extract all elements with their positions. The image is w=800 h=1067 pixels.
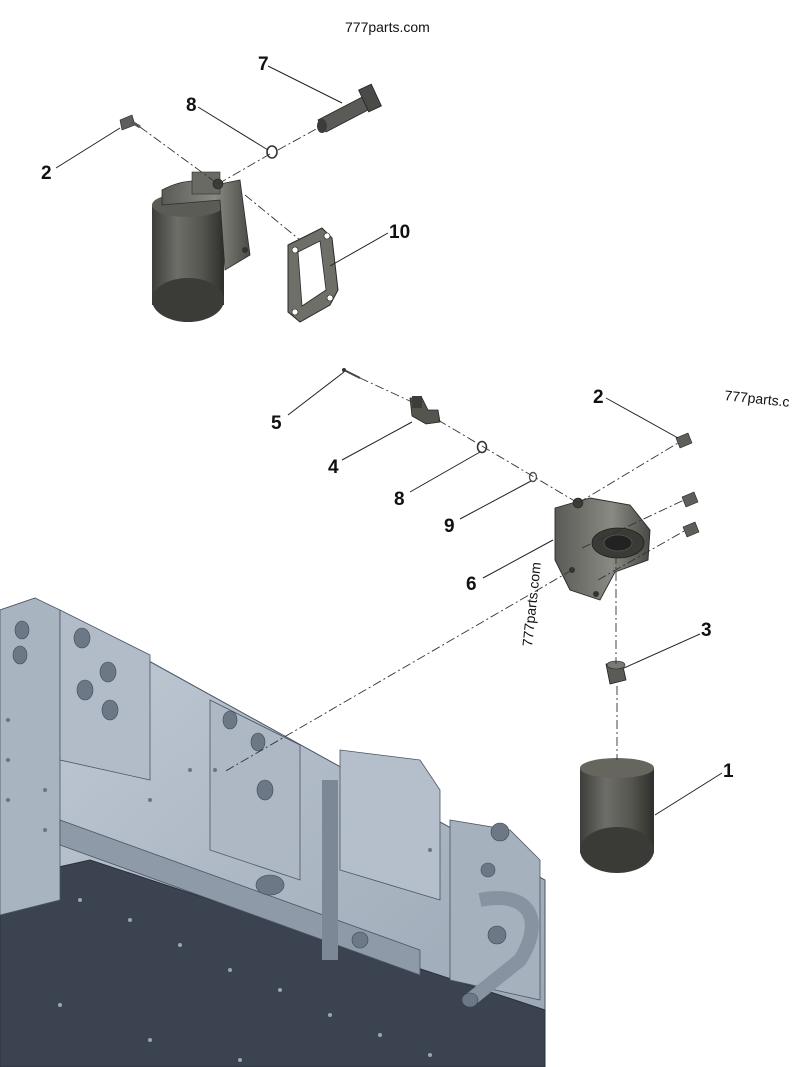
- bolt: [675, 432, 700, 538]
- o-ring: [476, 440, 488, 454]
- sensor: [409, 396, 441, 425]
- bolt: [119, 114, 141, 131]
- leader-lines: [55, 65, 723, 816]
- watermark: 777parts.c: [724, 387, 791, 410]
- callout-8: 8: [186, 95, 197, 116]
- gasket: [287, 227, 339, 323]
- o-ring: [528, 471, 538, 483]
- callout-3: 3: [701, 620, 712, 641]
- callout-6: 6: [466, 574, 477, 595]
- engine-block: [0, 597, 546, 1067]
- sensor: [317, 83, 382, 133]
- callout-5: 5: [271, 413, 282, 434]
- oil-filter-assembly-upper: [152, 171, 251, 322]
- oil-filter-head: [554, 497, 651, 601]
- callout-7: 7: [258, 54, 269, 75]
- watermark: 777parts.com: [345, 19, 430, 35]
- callout-9: 9: [444, 516, 455, 537]
- callout-2: 2: [41, 163, 52, 184]
- callout-8: 8: [394, 489, 405, 510]
- pin: [342, 368, 361, 379]
- o-ring: [266, 145, 278, 159]
- callout-1: 1: [723, 761, 734, 782]
- callout-4: 4: [328, 457, 339, 478]
- fitting: [605, 660, 627, 685]
- callout-labels: 7 8 2 10 2 5 4 8 9 6 3 1: [41, 54, 734, 782]
- callout-2: 2: [593, 387, 604, 408]
- oil-filter: [580, 758, 654, 873]
- center-lines: [139, 126, 687, 773]
- watermark: 777parts.com: [519, 561, 544, 647]
- callout-10: 10: [389, 222, 410, 243]
